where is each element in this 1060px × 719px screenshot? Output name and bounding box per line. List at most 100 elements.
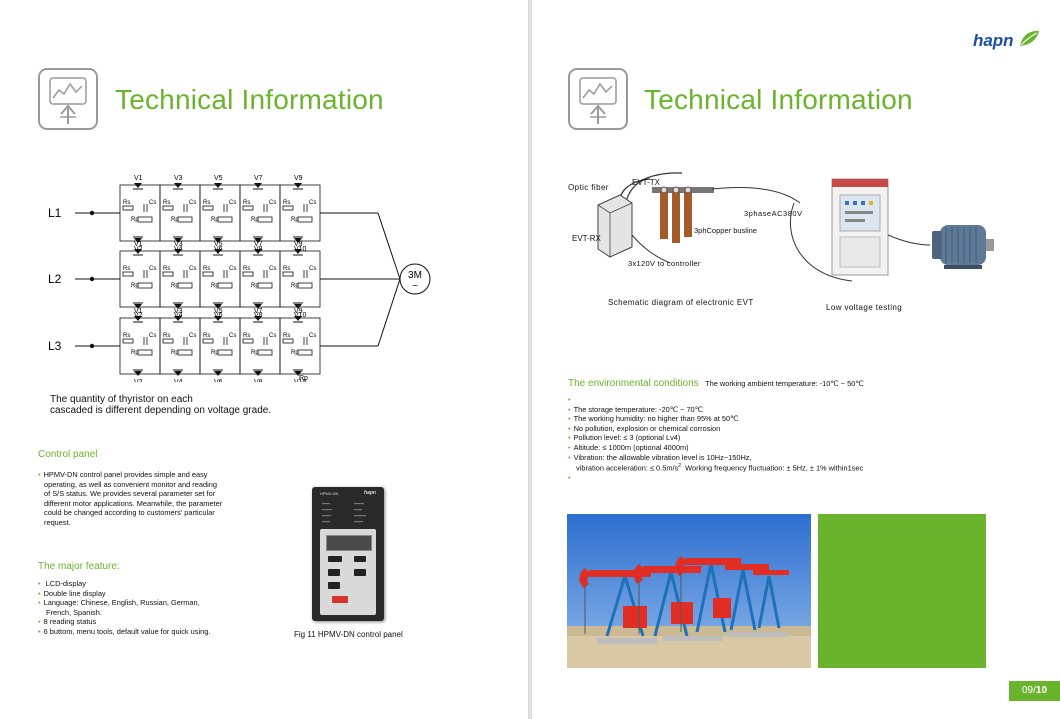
resistor-symbol (162, 271, 174, 277)
thyristor-symbol (174, 238, 182, 243)
rp-label: Rp (251, 283, 259, 289)
resistor-symbol (257, 349, 273, 356)
cs-label: Cs (269, 200, 276, 206)
cs-label: Cs (149, 333, 156, 339)
thyristor-cell (119, 250, 161, 308)
thyristor-symbol (254, 249, 262, 254)
env-item: The working humidity: no higher than 95%… (573, 414, 739, 424)
resistor-symbol (242, 205, 254, 211)
motor-phase-symbol: ~ (412, 281, 418, 292)
thyristor-symbol (294, 238, 302, 243)
panel-button[interactable] (354, 556, 366, 562)
thyristor-label: V6 (214, 312, 223, 319)
motor-feed (377, 212, 401, 280)
cs-label: Cs (149, 200, 156, 206)
evt-rx-box (597, 194, 633, 258)
thyristor-symbol (174, 371, 182, 376)
right-page: hapn Technical Information (532, 0, 1060, 719)
rp-label: Rp (171, 283, 179, 289)
thyristor-symbol (214, 304, 222, 309)
resistor-symbol (177, 349, 193, 356)
panel-button[interactable] (328, 582, 340, 589)
resistor-symbol (297, 282, 313, 289)
resistor-symbol (257, 282, 273, 289)
resistor-symbol (162, 338, 174, 344)
leaf-icon (1020, 30, 1039, 46)
env-item: Altitude: ≤ 1000m (optional 4000m) (573, 442, 689, 452)
thyristor-symbol (254, 316, 262, 321)
rs-label: Rs (163, 266, 170, 272)
panel-button[interactable] (328, 556, 342, 562)
busline-label: 3phCopper busline (694, 226, 757, 235)
rs-label: Rs (123, 266, 130, 272)
rp-label: Rp (291, 350, 299, 356)
device-face (320, 529, 376, 615)
thyristor-cell (199, 250, 241, 308)
low-voltage-caption: Low voltage testing (826, 303, 903, 312)
oil-pumpjack-photo (567, 514, 811, 668)
thyristor-label: V2 (134, 379, 143, 382)
thyristor-label: V1 (134, 241, 143, 248)
lcd-display (326, 535, 372, 551)
panel-button[interactable] (328, 569, 340, 576)
rp-label: Rp (251, 217, 259, 223)
rp-label: Rp (131, 283, 139, 289)
resistor-symbol (282, 338, 294, 344)
cs-label: Cs (229, 266, 236, 272)
rs-label: Rs (123, 200, 130, 206)
rs-label: Rs (163, 333, 170, 339)
device-brand: HPMV-DN (320, 491, 339, 496)
thyristor-cell (239, 184, 281, 242)
thyristor-symbol (214, 238, 222, 243)
thyristor-label: V9 (294, 241, 303, 248)
thyristor-label: V1 (134, 175, 143, 182)
brand-logo: hapn (973, 30, 1040, 51)
thyristor-cell (199, 184, 241, 242)
thyristor-symbol (134, 304, 142, 309)
env-heading-row: The environmental conditions The working… (568, 373, 864, 391)
thyristor-symbol (254, 183, 262, 188)
rp-label: Rp (291, 283, 299, 289)
page-title: Technical Information (115, 84, 384, 115)
thyristor-label: V3 (174, 308, 183, 315)
motor-label: 3M (408, 270, 422, 281)
page-number-box: 09/10 (1009, 681, 1060, 701)
rs-label: Rs (243, 333, 250, 339)
rs-label: Rs (243, 200, 250, 206)
thyristor-cell (239, 317, 281, 375)
resistor-symbol (217, 349, 233, 356)
cp-line: could be changed according to customers'… (44, 508, 215, 518)
env-heading: The environmental conditions (568, 378, 699, 389)
thyristor-symbol (134, 316, 142, 321)
feature-item: Double line display (43, 588, 106, 598)
feature-item: 6 buttom, menu tools, default value for … (43, 626, 211, 636)
panel-button[interactable] (354, 569, 366, 576)
left-page: Technical Information L1V1V2RsCsRpV3V4Rs… (0, 0, 528, 719)
control-panel-heading: Control panel (38, 449, 98, 460)
control-panel-device: HPMV-DN hapn (312, 487, 384, 621)
rp-label: Rp (171, 350, 179, 356)
thyristor-symbol (254, 371, 262, 376)
thyristor-symbol (294, 183, 302, 188)
env-item: Pollution level: ≤ 3 (optional Lv4) (573, 433, 681, 443)
feature-item: LCD-display (45, 579, 86, 588)
resistor-symbol (202, 338, 214, 344)
thyristor-note: The quantity of thyristor on each cascad… (50, 394, 271, 416)
stop-button[interactable] (332, 596, 348, 603)
resistor-symbol (242, 271, 254, 277)
thyristor-symbol (214, 316, 222, 321)
resistor-symbol (122, 338, 134, 344)
figure-caption: Fig 11 HPMV-DN control panel (294, 630, 403, 639)
rp-label: Rp (211, 217, 219, 223)
thyristor-symbol (134, 238, 142, 243)
env-list: • •The storage temperature: -20℃ ~ 70℃ •… (568, 395, 864, 483)
feature-item: Language: Chinese, English, Russian, Ger… (43, 598, 200, 608)
controller-label: 3x120V to controller (628, 259, 701, 268)
thyristor-cell (159, 317, 201, 375)
resistor-symbol (257, 216, 273, 223)
cs-label: Cs (309, 266, 316, 272)
rp-label: Rp (291, 217, 299, 223)
thyristor-cell (199, 317, 241, 375)
logo-text: hapn (972, 31, 1014, 50)
